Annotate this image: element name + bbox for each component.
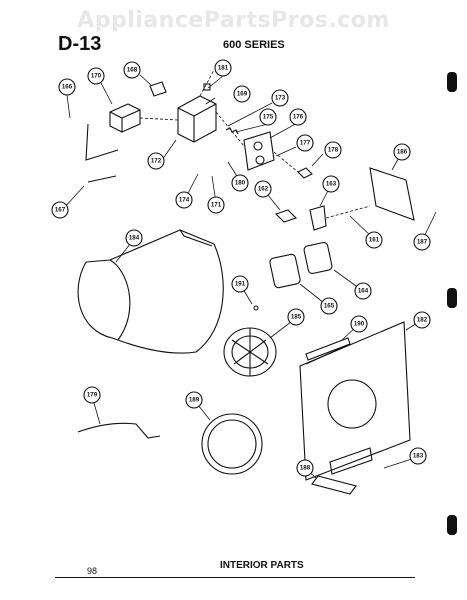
callout-label: 176 — [293, 114, 304, 121]
foam-strip — [311, 475, 357, 495]
callout-label: 161 — [369, 237, 380, 244]
callout-190: 190 — [350, 315, 368, 333]
callout-label: 175 — [263, 114, 274, 121]
callout-191: 191 — [231, 275, 249, 293]
callout-169: 169 — [233, 85, 251, 103]
relay-bracket — [309, 205, 327, 231]
callout-177: 177 — [296, 134, 314, 152]
callout-label: 180 — [235, 180, 246, 187]
callout-label: 186 — [397, 149, 408, 156]
callout-175: 175 — [259, 108, 277, 126]
callout-182: 182 — [413, 311, 431, 329]
top-strip — [305, 337, 351, 361]
capacitor-pair — [269, 242, 333, 289]
callout-label: 177 — [300, 140, 311, 147]
orifice-ring — [201, 413, 263, 475]
callout-label: 187 — [417, 239, 428, 246]
callout-172: 172 — [147, 152, 165, 170]
callout-label: 181 — [218, 65, 229, 72]
bracket-part — [149, 81, 167, 97]
callout-label: 168 — [127, 67, 138, 74]
callout-label: 165 — [324, 303, 335, 310]
callout-label: 174 — [179, 197, 190, 204]
callout-label: 185 — [291, 314, 302, 321]
cover-plate — [369, 167, 415, 221]
callout-167: 167 — [51, 201, 69, 219]
orifice-plate — [299, 321, 411, 481]
callout-label: 163 — [326, 181, 337, 188]
callout-166: 166 — [58, 78, 76, 96]
callout-170: 170 — [87, 67, 105, 85]
series-title: 600 SERIES — [223, 39, 285, 51]
binder-mark — [447, 72, 457, 92]
callout-174: 174 — [175, 191, 193, 209]
electrical-box — [85, 103, 141, 161]
callout-164: 164 — [354, 282, 372, 300]
callout-187: 187 — [413, 233, 431, 251]
callout-188: 188 — [296, 459, 314, 477]
callout-label: 189 — [189, 397, 200, 404]
callout-label: 190 — [354, 321, 365, 328]
callout-label: 162 — [258, 186, 269, 193]
callout-label: 169 — [237, 91, 248, 98]
diagram-code: D-13 — [58, 33, 102, 55]
callout-162: 162 — [254, 180, 272, 198]
callout-168: 168 — [123, 61, 141, 79]
callout-label: 167 — [55, 207, 66, 214]
callout-180: 180 — [231, 174, 249, 192]
callout-163: 163 — [322, 175, 340, 193]
screw-part — [87, 175, 117, 183]
footer-rule — [55, 577, 415, 578]
callout-label: 182 — [417, 317, 428, 324]
callout-183: 183 — [409, 447, 427, 465]
callout-label: 172 — [151, 158, 162, 165]
bottom-bracket — [329, 447, 373, 475]
callout-184: 184 — [125, 229, 143, 247]
callout-179: 179 — [83, 386, 101, 404]
callout-label: 171 — [211, 202, 222, 209]
binder-mark — [447, 515, 457, 535]
callout-176: 176 — [289, 108, 307, 126]
blower-housing — [77, 229, 224, 354]
mounting-bracket — [177, 83, 217, 143]
callout-173: 173 — [271, 89, 289, 107]
callout-186: 186 — [393, 143, 411, 161]
footer-title: INTERIOR PARTS — [220, 560, 304, 571]
blower-wheel — [223, 327, 277, 377]
callout-181: 181 — [214, 59, 232, 77]
terminal-part — [274, 209, 298, 223]
callout-189: 189 — [185, 391, 203, 409]
spring-part — [225, 127, 239, 135]
callout-label: 191 — [235, 281, 246, 288]
binder-mark — [447, 288, 457, 308]
leader-lines — [62, 74, 437, 479]
callout-161: 161 — [365, 231, 383, 249]
wire-harness — [77, 422, 161, 439]
switch-plate — [243, 131, 275, 171]
callout-178: 178 — [324, 141, 342, 159]
callout-label: 183 — [413, 453, 424, 460]
callout-label: 179 — [87, 392, 98, 399]
set-screw — [253, 305, 259, 311]
callout-165: 165 — [320, 297, 338, 315]
callout-171: 171 — [207, 196, 225, 214]
callout-label: 178 — [328, 147, 339, 154]
page-number: 98 — [87, 566, 98, 576]
watermark: AppliancePartsPros.com — [77, 8, 390, 33]
callout-label: 170 — [91, 73, 102, 80]
callout-label: 173 — [275, 95, 286, 102]
callout-label: 166 — [62, 84, 73, 91]
knob-part — [297, 167, 313, 179]
callout-label: 184 — [129, 235, 140, 242]
callout-185: 185 — [287, 308, 305, 326]
callout-label: 188 — [300, 465, 311, 472]
callout-label: 164 — [358, 288, 369, 295]
